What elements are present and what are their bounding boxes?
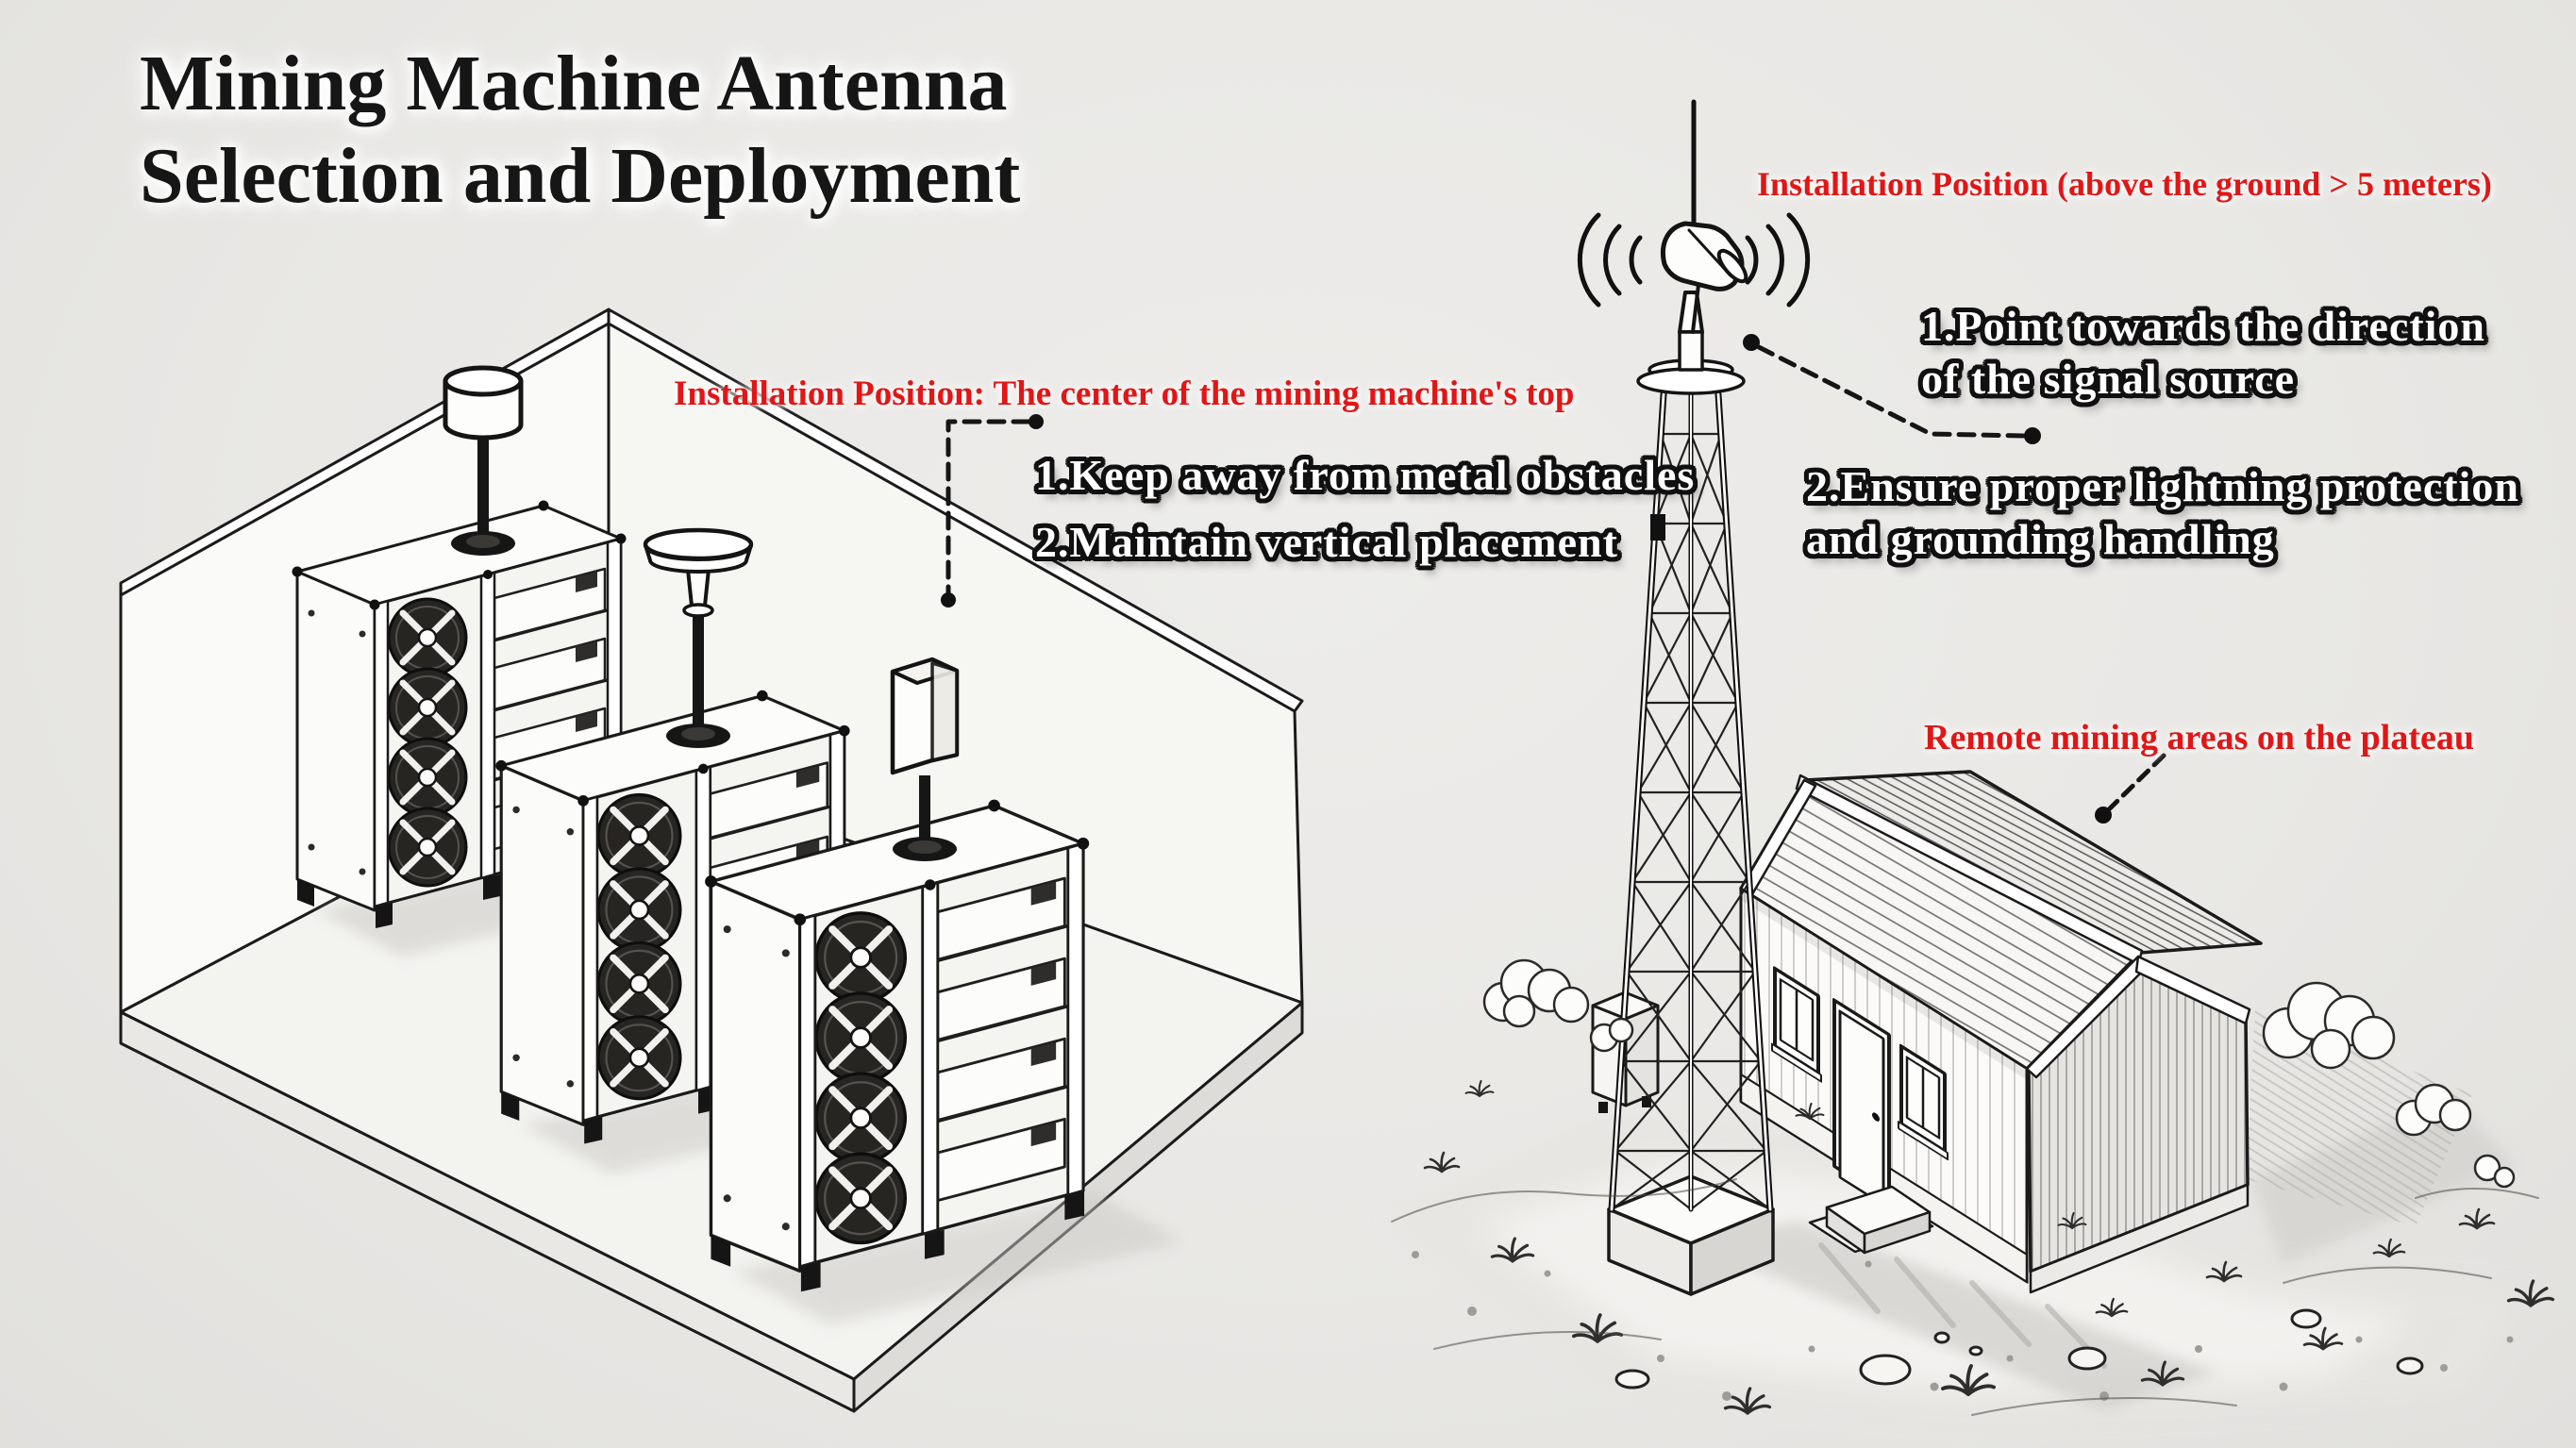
site-label: Remote mining areas on the plateau [1924,718,2474,757]
house-illustration [1739,770,2263,1294]
plateau-site-illustration [1387,99,2555,1420]
door [1832,998,1891,1207]
mining-room-illustration [119,308,1304,1413]
tower-lattice [1608,391,1774,1213]
tower-rule-2-line-1: 2.Ensure proper lightning protection [1806,462,2519,510]
dome-antenna-icon [443,365,524,556]
saucer-antenna-icon [643,527,754,748]
tower-install-position-label: Installation Position (above the ground … [1757,165,2492,203]
tower-antenna-mount [1636,291,1746,395]
title-line-2: Selection and Deployment [140,132,1021,220]
signal-waves-icon [1577,212,1811,308]
miner-callout-connector [941,414,1044,607]
box-antenna-icon [890,657,960,861]
window-left [1771,966,1822,1083]
ground-contours [1391,1178,2539,1416]
miner-rule-2: 2.Maintain vertical placement [1035,518,1618,566]
tower-rule-2-line-2: and grounding handling [1806,515,2275,563]
window-right [1898,1043,1949,1161]
horn-antenna-icon [1660,221,1748,334]
tower-callout-connector [1743,334,2041,444]
title-line-1: Mining Machine Antenna [140,40,1008,127]
bushes [1482,958,2516,1189]
radio-tower-illustration [1577,99,1811,1296]
tower-rule-1-line-1: 1.Point towards the direction [1921,302,2486,350]
tower-junction-box [1650,514,1665,541]
site-callout-connector [2095,753,2166,824]
miner-rule-1: 1.Keep away from metal obstacles [1035,451,1696,499]
miner-rules-label: 1.Keep away from metal obstacles 2.Maint… [1035,441,1695,575]
front-wall [1739,887,2029,1284]
tower-rule-1-line-2: of the signal source [1921,355,2296,403]
dirt-patch [2246,1009,2472,1226]
tower-rule-1-label: 1.Point towards the direction of the sig… [1921,300,2485,406]
miner-install-position-label: Installation Position: The center of the… [674,374,1575,413]
tower-rule-2-label: 2.Ensure proper lightning protection and… [1806,460,2519,566]
door-stoop [1808,1185,1934,1255]
rocks [1614,1308,2424,1390]
